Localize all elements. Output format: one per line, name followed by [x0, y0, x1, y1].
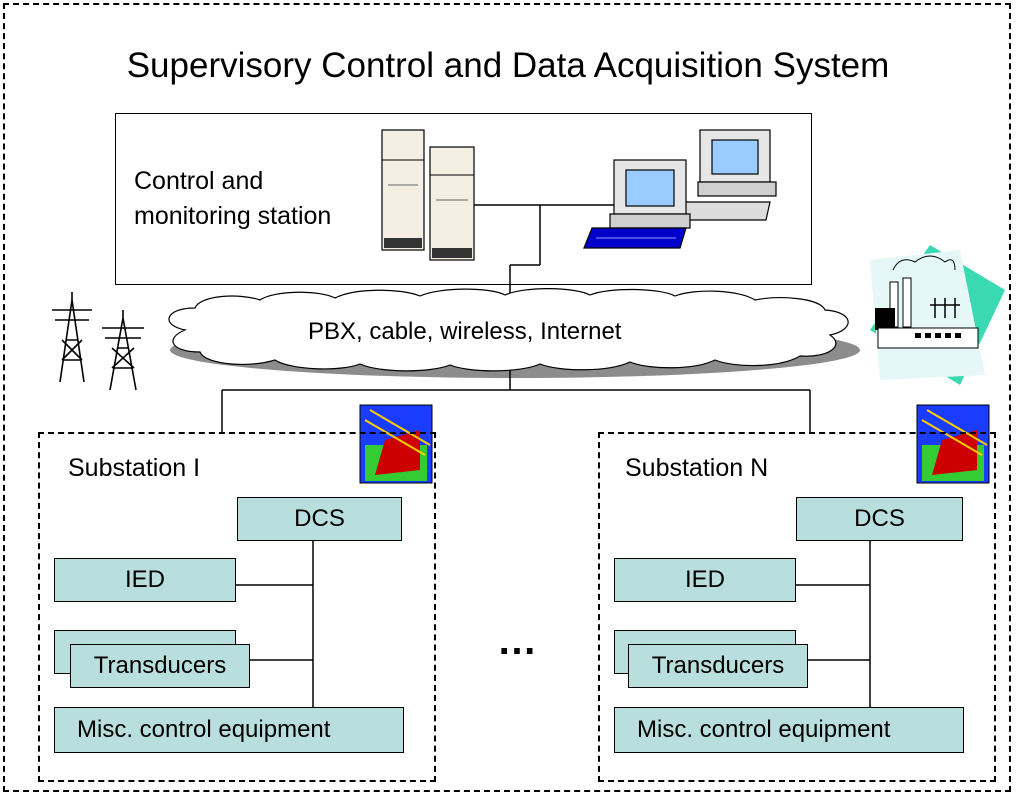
substation-icon — [359, 404, 433, 484]
misc-control-equipment-box: Misc. control equipment — [614, 707, 964, 753]
diagram-title: Supervisory Control and Data Acquisition… — [126, 46, 890, 85]
network-label: PBX, cable, wireless, Internet — [308, 318, 622, 345]
computer-icon — [583, 129, 777, 249]
substation-label: Substation I — [68, 454, 201, 482]
substation-box — [598, 432, 996, 782]
dcs-box: DCS — [796, 497, 963, 541]
transducers-box: Transducers — [70, 644, 250, 688]
network-cloud — [168, 288, 849, 372]
ied-box: IED — [614, 558, 796, 602]
substation-wires — [235, 540, 871, 707]
ied-box: IED — [54, 558, 236, 602]
substation-icon — [916, 404, 990, 484]
dcs-box: DCS — [237, 497, 402, 541]
station-wires — [474, 204, 620, 300]
control-station-label: Control and monitoring station — [134, 167, 332, 230]
scada-system-boundary — [3, 3, 1011, 792]
transducers-box: Transducers — [628, 644, 808, 688]
server-icon — [381, 129, 475, 261]
ellipsis: … — [497, 619, 540, 663]
substation-label: Substation N — [625, 454, 769, 482]
network-wires — [221, 370, 811, 432]
power-plant-icon — [870, 245, 1005, 385]
transmission-tower-icon — [52, 292, 144, 391]
substation-box — [38, 432, 436, 782]
misc-control-equipment-box: Misc. control equipment — [54, 707, 404, 753]
